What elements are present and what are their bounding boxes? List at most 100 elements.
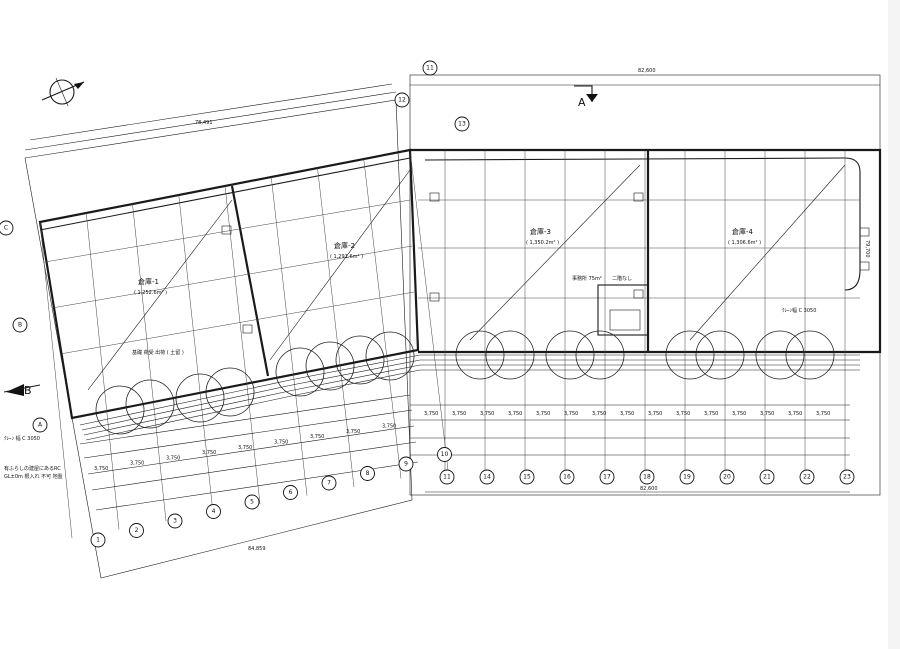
grid-bubble-label: 20	[723, 474, 731, 481]
bay-dimension: 3,750	[130, 461, 144, 467]
rail-note: 基礎 荷受 出荷 ( 土留 )	[132, 349, 184, 356]
grid-bubble-label: C	[4, 225, 8, 232]
bay-dimension: 3,750	[202, 450, 216, 456]
bay-dimension: 3,750	[536, 411, 550, 417]
bay-dimension: 3,750	[310, 434, 324, 440]
dim-bottom-right: 82,600	[640, 486, 658, 492]
grid-bubble-label: 8	[366, 470, 370, 477]
grid-bubble-label: 22	[803, 474, 811, 481]
planting-circle	[665, 330, 715, 380]
planting-circle	[485, 330, 535, 380]
bay-dimension: 3,750	[676, 411, 690, 417]
office-label: 事務所 75m²	[572, 275, 602, 282]
grid-line	[39, 221, 73, 539]
dim-top-left: 78,491	[195, 120, 213, 126]
bay-dimension: 3,750	[788, 411, 802, 417]
grid-bubble-label: 16	[563, 474, 571, 481]
grid-bubble	[439, 469, 455, 485]
planting-circle	[205, 367, 255, 417]
grid-bubble-label: 19	[683, 474, 691, 481]
section-marker-a: A	[574, 85, 598, 109]
room-right-2-label: 倉庫-4	[732, 227, 754, 236]
grid-bubble	[454, 116, 470, 132]
note-bottom-left-2: GL±0m 根入れ 不可 地盤	[4, 473, 63, 480]
grid-bubble	[0, 220, 14, 236]
grid-line	[86, 212, 120, 530]
grid-bubble	[398, 456, 414, 472]
planting-circles	[95, 330, 835, 435]
room-left-2-area: ( 1,291.6m² )	[330, 254, 363, 260]
room-right-1-area: ( 1,350.2m² )	[526, 240, 559, 246]
grid-bubble	[129, 523, 144, 538]
bay-dimension: 3,750	[346, 429, 360, 435]
planting-circle	[95, 385, 145, 435]
section-marker-b: B	[3, 384, 41, 397]
bay-dimension: 3,750	[704, 411, 718, 417]
bay-dimension: 3,750	[238, 445, 252, 451]
rail-band	[79, 354, 860, 441]
bay-dimension: 3,750	[648, 411, 662, 417]
grid-bubble	[206, 504, 221, 519]
bay-dimension: 3,750	[816, 411, 830, 417]
grid-bubble-label: 2	[135, 527, 139, 534]
crane-note-right: ｸﾚｰﾝ幅 C 3050	[782, 307, 816, 314]
bay-dimension: 3,750	[480, 411, 494, 417]
grid-bubble	[479, 469, 495, 485]
grid-bubble-label: 9	[404, 461, 408, 468]
grid-bubble-label: 17	[603, 474, 611, 481]
planting-circle	[125, 379, 175, 429]
grid-bubble	[719, 469, 735, 485]
planting-circle	[785, 330, 835, 380]
planting-circle	[545, 330, 595, 380]
grid-line	[363, 158, 402, 479]
grid-bubble-label: 18	[643, 474, 651, 481]
grid-bubble	[559, 469, 575, 485]
grid-line	[271, 176, 308, 496]
grid-bubble-label: 11	[443, 474, 451, 481]
grid-bubble	[32, 417, 48, 433]
planting-circle	[175, 373, 225, 423]
room-left-2-label: 倉庫-2	[334, 241, 355, 250]
grid-bubble	[437, 447, 452, 462]
grid-bubble	[422, 60, 438, 76]
grid-bubble	[519, 469, 535, 485]
grid-bubble	[679, 469, 695, 485]
dim-top-right: 82,600	[638, 68, 656, 74]
grid-line	[132, 203, 167, 522]
grid-bubble-label: 7	[327, 480, 331, 487]
grid-bubble	[639, 469, 655, 485]
bay-dimension: 3,750	[760, 411, 774, 417]
crane-note-left: ｸﾚｰﾝ 幅 C 3050	[4, 435, 40, 442]
room-left-1-area: ( 1,252.6m² )	[134, 290, 167, 296]
bay-dimension: 3,750	[274, 440, 288, 446]
left-grid-lines	[39, 149, 449, 539]
section-a-label: A	[578, 96, 586, 109]
room-right-1-label: 倉庫-3	[530, 227, 551, 236]
planting-circle	[575, 330, 625, 380]
bay-dimension: 3,750	[94, 466, 108, 472]
bay-dimension-labels: 3,750 3,750 3,750 3,750 3,750 3,750 3,750 3,750…	[94, 411, 830, 472]
grid-bubble	[283, 485, 298, 500]
bay-dimension: 3,750	[508, 411, 522, 417]
bay-dimension: 3,750	[382, 424, 396, 430]
bay-dimension: 3,750	[592, 411, 606, 417]
grid-bubble-label: 10	[441, 451, 449, 458]
planting-circle	[455, 330, 505, 380]
bay-dimension: 3,750	[452, 411, 466, 417]
scroll-edge	[888, 0, 900, 649]
grid-bubble-label: 14	[483, 474, 491, 481]
grid-line	[317, 167, 355, 488]
grid-bubble-label: 5	[250, 499, 254, 506]
bay-dimension: 3,750	[732, 411, 746, 417]
left-building	[24, 83, 449, 579]
grid-bubble	[799, 469, 815, 485]
grid-bubble	[321, 475, 337, 491]
grid-bubble	[12, 317, 28, 333]
note-bottom-left-1: 有ふらしの建屋にあるRC	[4, 465, 61, 472]
planting-circle	[335, 335, 385, 385]
grid-bubble	[90, 532, 106, 548]
grid-line	[178, 194, 214, 513]
grid-bubble-label: 21	[763, 474, 771, 481]
